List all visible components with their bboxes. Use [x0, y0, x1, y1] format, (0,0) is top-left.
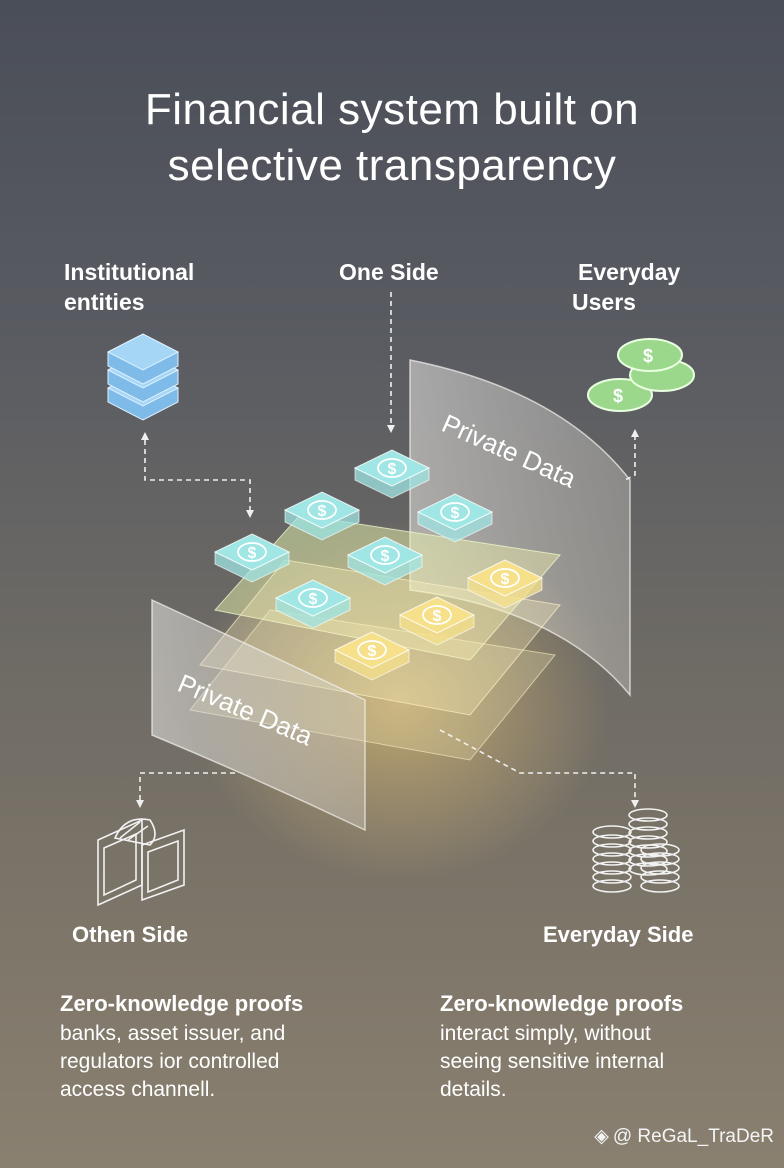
- coin-symbol: $: [381, 548, 390, 565]
- label-other-side: Othen Side: [72, 922, 189, 947]
- coin-tile-2: $: [283, 491, 361, 541]
- coin-disc: [640, 843, 680, 857]
- coin-symbol: $: [309, 591, 318, 608]
- coin-tile-9: $: [333, 631, 411, 681]
- coin-tile-6: $: [274, 579, 352, 629]
- coin-symbol: $: [318, 503, 327, 520]
- coin-disc: [628, 808, 668, 822]
- coin-disc: [628, 835, 668, 849]
- label-everyday-side: Everyday Side: [543, 922, 694, 947]
- coin-disc: [640, 852, 680, 866]
- coin-disc: [592, 879, 632, 893]
- diamond-logo-icon: ◈: [594, 1126, 609, 1147]
- coin-symbol: $: [368, 643, 377, 660]
- green-coin-symbol-2: $: [643, 346, 653, 366]
- connector-institutional: [144, 440, 251, 510]
- coin-tile-8: $: [398, 596, 476, 646]
- coin-tile-5: $: [346, 536, 424, 586]
- coin-tile-3: $: [416, 493, 494, 543]
- right-line-2: seeing sensitive internal: [440, 1050, 665, 1073]
- watermark: ◈ @ ReGaL_TraDeR: [594, 1125, 774, 1148]
- coin-disc: [592, 870, 632, 884]
- coin-disc: [640, 870, 680, 884]
- connectors: [139, 292, 636, 800]
- connector-everyday-side: [439, 729, 636, 800]
- right-line-1: interact simply, without: [440, 1022, 651, 1045]
- coin-disc: [628, 826, 668, 840]
- coin-tile-1: $: [353, 449, 431, 499]
- right-line-3: details.: [440, 1078, 507, 1101]
- title-line-2: selective transparency: [167, 141, 617, 190]
- label-one-side: One Side: [339, 259, 439, 285]
- coin-disc: [592, 852, 632, 866]
- page-title: Financial system built on selective tran…: [0, 82, 784, 194]
- green-coins-icon: $ $: [587, 338, 695, 412]
- right-description: Zero-knowledge proofs interact simply, w…: [440, 990, 760, 1104]
- label-institutional-line-2: entities: [64, 289, 145, 315]
- label-institutional-line-1: Institutional: [64, 259, 195, 285]
- coin-disc: [592, 834, 632, 848]
- label-everyday-users: Everyday Users: [572, 257, 680, 317]
- coin-disc: [628, 817, 668, 831]
- coin-symbol: $: [501, 571, 510, 588]
- coin-disc: [592, 843, 632, 857]
- left-heading: Zero-knowledge proofs: [60, 991, 304, 1016]
- coin-stack-icon: [592, 808, 680, 893]
- title-line-1: Financial system built on: [144, 85, 640, 134]
- coin-disc: [640, 861, 680, 875]
- left-line-3: access channell.: [60, 1078, 216, 1101]
- label-users-line-1: Everyday: [578, 259, 681, 285]
- arrowheads: [136, 425, 639, 808]
- left-text: banks, asset issuer, and regulators ior …: [60, 1020, 380, 1104]
- connector-users: [624, 435, 636, 481]
- left-line-1: banks, asset issuer, and: [60, 1022, 286, 1045]
- frames-icon: [97, 818, 185, 907]
- coin-symbol: $: [451, 505, 460, 522]
- coin-symbol: $: [248, 545, 257, 562]
- label-users-line-2: Users: [572, 289, 636, 315]
- right-heading: Zero-knowledge proofs: [440, 991, 684, 1016]
- server-stack-icon: [106, 333, 180, 421]
- coin-disc: [592, 861, 632, 875]
- left-description: Zero-knowledge proofs banks, asset issue…: [60, 990, 380, 1104]
- watermark-text: @ ReGaL_TraDeR: [612, 1125, 774, 1147]
- coin-tile-4: $: [213, 533, 291, 583]
- front-private-panel: [151, 598, 366, 832]
- coins-group: $ $ $ $ $ $ $ $ $: [213, 449, 544, 681]
- green-coin-symbol-1: $: [613, 386, 623, 406]
- coin-disc: [592, 825, 632, 839]
- coin-symbol: $: [388, 461, 397, 478]
- label-institutional-entities: Institutional entities: [64, 257, 194, 317]
- coin-symbol: $: [433, 608, 442, 625]
- coin-disc: [640, 879, 680, 893]
- left-line-2: regulators ior controlled: [60, 1050, 280, 1073]
- coin-tile-7: $: [466, 559, 544, 609]
- right-text: interact simply, without seeing sensitiv…: [440, 1020, 760, 1104]
- connector-other-side: [139, 772, 235, 800]
